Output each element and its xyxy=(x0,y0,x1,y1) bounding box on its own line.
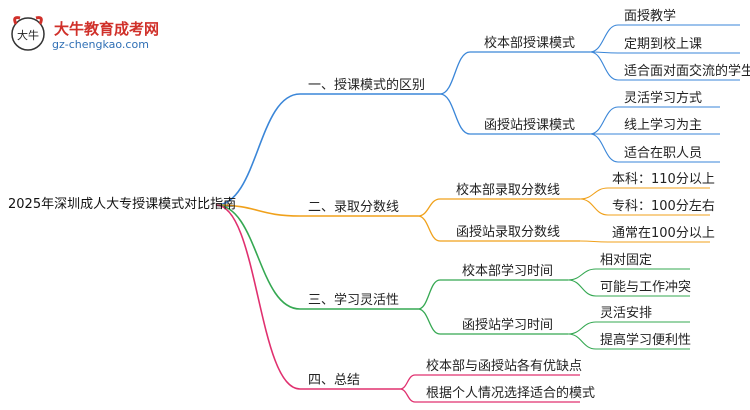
leaf-3-2-2: 提高学习便利性 xyxy=(600,333,692,348)
connector-20 xyxy=(417,198,441,217)
connector-46 xyxy=(399,374,416,390)
sub-2-2-label: 函授站录取分数线 xyxy=(456,225,561,240)
connector-30 xyxy=(215,204,301,310)
connector-12 xyxy=(589,106,619,135)
bull-mascot-icon: 大牛 xyxy=(11,16,45,51)
connector-36 xyxy=(567,279,597,297)
connector-10 xyxy=(439,93,471,135)
connector-48 xyxy=(399,388,416,403)
leaf-2-2-1: 通常在100分以上 xyxy=(612,226,715,241)
sub-2-1-label: 校本部录取分数线 xyxy=(456,183,561,198)
connector-4 xyxy=(589,24,619,53)
sub-3-2-label: 函授站学习时间 xyxy=(462,318,554,333)
connector-38 xyxy=(417,308,441,335)
leaf-1-2-2: 线上学习为主 xyxy=(624,118,703,133)
connector-8 xyxy=(589,51,619,81)
connector-40 xyxy=(567,321,597,335)
sub-3-1-label: 校本部学习时间 xyxy=(462,264,554,279)
branch-1-label: 一、授课模式的区别 xyxy=(308,78,426,93)
sub-4-1-label: 校本部与函授站各有优缺点 xyxy=(426,359,583,374)
connector-2 xyxy=(439,51,471,95)
leaf-1-1-3: 适合面对面交流的学生 xyxy=(624,64,750,79)
connector-34 xyxy=(567,268,597,281)
connector-22 xyxy=(579,187,609,200)
leaf-3-1-1: 相对固定 xyxy=(600,253,653,268)
mindmap-edges xyxy=(215,24,740,403)
leaf-2-1-1: 本科：110分以上 xyxy=(612,172,715,187)
leaf-1-2-1: 灵活学习方式 xyxy=(624,91,703,106)
connector-16 xyxy=(589,133,619,163)
logo-url: gz-chengkao.com xyxy=(52,38,149,51)
connector-24 xyxy=(579,198,609,216)
leaf-1-1-2: 定期到校上课 xyxy=(624,37,703,52)
branch-4-label: 四、总结 xyxy=(308,373,361,388)
site-logo[interactable]: 大牛 大牛教育成考网 gz-chengkao.com xyxy=(8,8,188,60)
leaf-1-1-1: 面授教学 xyxy=(624,9,677,24)
connector-44 xyxy=(215,204,301,390)
connector-0 xyxy=(215,93,301,206)
leaf-1-2-3: 适合在职人员 xyxy=(624,146,703,161)
connector-26 xyxy=(417,215,441,242)
sub-1-1-label: 校本部授课模式 xyxy=(484,36,576,51)
connector-18 xyxy=(215,204,301,217)
sub-4-2-label: 根据个人情况选择适合的模式 xyxy=(426,386,596,401)
root-topic: 2025年深圳成人大专授课模式对比指南 xyxy=(8,197,237,212)
connector-28 xyxy=(579,240,609,243)
leaf-3-1-2: 可能与工作冲突 xyxy=(600,280,692,295)
leaf-3-2-1: 灵活安排 xyxy=(600,306,653,321)
connector-32 xyxy=(417,279,441,310)
leaf-2-1-2: 专科：100分左右 xyxy=(612,199,715,214)
connector-42 xyxy=(567,333,597,350)
branch-2-label: 二、录取分数线 xyxy=(308,200,400,215)
logo-title: 大牛教育成考网 xyxy=(54,20,160,38)
logo-mark-text: 大牛 xyxy=(17,28,39,42)
branch-3-label: 三、学习灵活性 xyxy=(308,293,400,308)
sub-1-2-label: 函授站授课模式 xyxy=(484,118,576,133)
